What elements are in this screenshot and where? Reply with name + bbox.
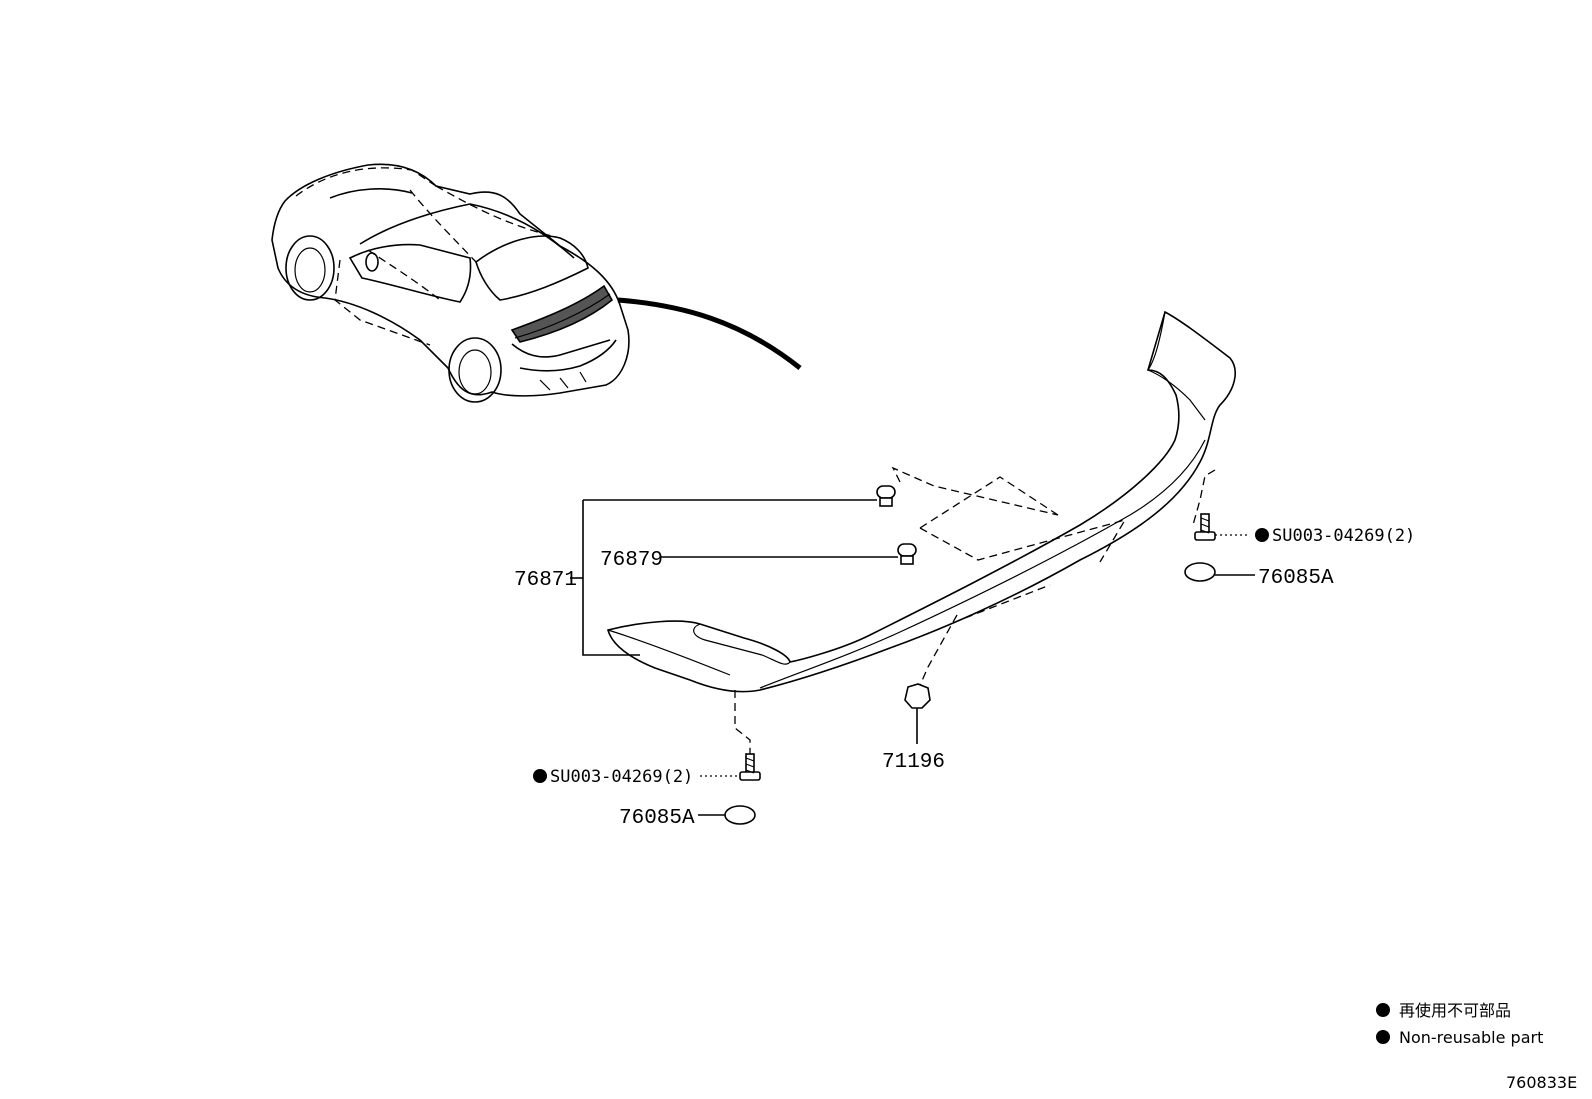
clip-upper-part (876, 485, 896, 507)
non-reusable-marker-icon (533, 769, 547, 783)
callout-bolt-left: SU003-04269(2) (550, 767, 693, 787)
clip-lower-part (904, 683, 931, 709)
hidden-line-connectors (734, 466, 1216, 760)
bolt-left-part (739, 753, 761, 781)
legend-line-english: Non-reusable part (1399, 1028, 1543, 1047)
non-reusable-marker-icon (1376, 1030, 1390, 1044)
figure-code: 760833E (1506, 1073, 1577, 1092)
callout-bolt-right: SU003-04269(2) (1272, 526, 1415, 546)
non-reusable-marker-icon (1255, 528, 1269, 542)
callout-clip-lower: 71196 (882, 751, 945, 774)
legend: 再使用不可部品 Non-reusable part (1376, 1001, 1543, 1047)
rear-spoiler-part (607, 310, 1236, 693)
bolt-right-part (1194, 513, 1216, 541)
cap-left-part (724, 805, 756, 825)
callout-assembly: 76871 (514, 569, 577, 592)
cap-right-part (1184, 562, 1216, 582)
non-reusable-marker-icon (1376, 1003, 1390, 1017)
callout-cap-left: 76085A (619, 807, 695, 830)
car-overview-illustration (271, 163, 802, 403)
legend-line-japanese: 再使用不可部品 (1399, 1001, 1511, 1020)
leader-lines (570, 499, 1255, 816)
callout-clip-upper: 76879 (600, 549, 663, 572)
clip-middle-part (897, 543, 917, 565)
callout-cap-right: 76085A (1258, 567, 1334, 590)
